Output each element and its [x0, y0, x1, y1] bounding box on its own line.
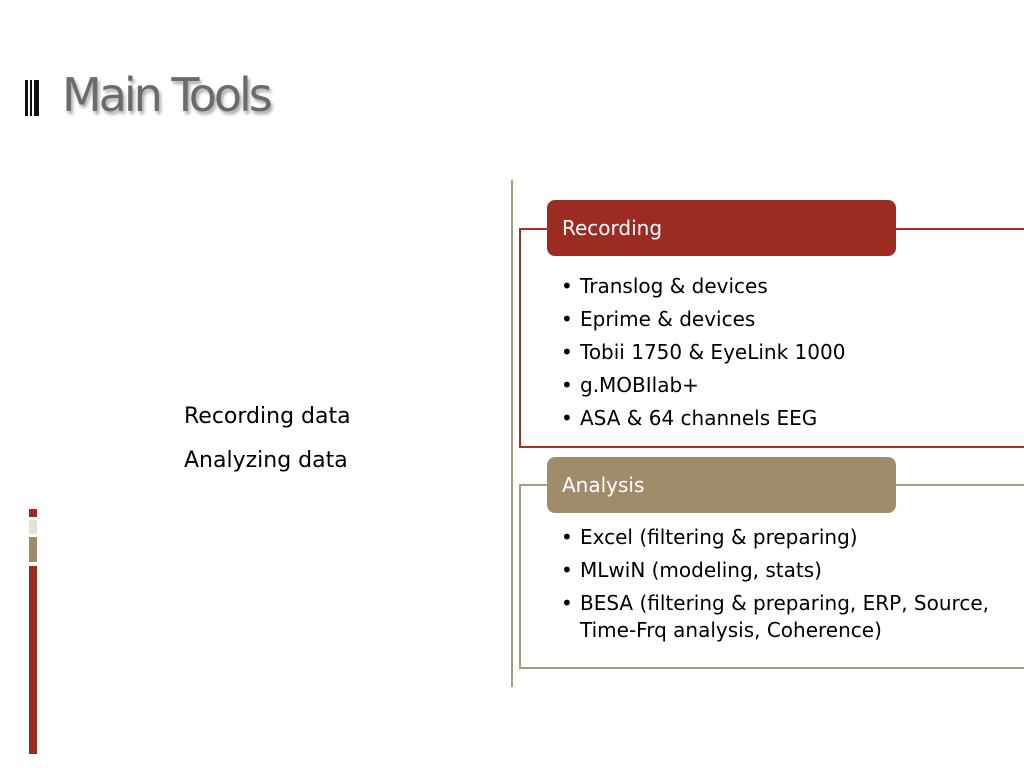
accent-bar-tan [29, 537, 37, 562]
list-item: •ASA & 64 channels EEG [561, 402, 845, 435]
left-item-analyzing: Analyzing data [184, 448, 348, 473]
list-item: •BESA (filtering & preparing, ERP, Sourc… [561, 591, 989, 642]
analysis-list: •Excel (filtering & preparing) •MLwiN (m… [561, 524, 1000, 650]
analysis-heading: Analysis [547, 457, 896, 513]
bullet-icon: • [561, 525, 573, 549]
list-item: •MLwiN (modeling, stats) [561, 558, 822, 582]
bullet-icon: • [561, 340, 573, 364]
recording-list: •Translog & devices •Eprime & devices •T… [561, 270, 845, 435]
bullet-icon: • [561, 406, 573, 430]
accent-bar-red-long [29, 566, 37, 754]
bullet-icon: • [561, 307, 573, 331]
recording-box: •Translog & devices •Eprime & devices •T… [519, 228, 1024, 448]
slide-title: Main Tools [62, 68, 273, 122]
list-item: •Translog & devices [561, 270, 845, 303]
accent-bar-red-top [29, 509, 37, 517]
accent-bar-light [29, 520, 37, 534]
recording-heading: Recording [547, 200, 896, 256]
title-bars-icon [25, 80, 41, 116]
bullet-icon: • [561, 274, 573, 298]
bullet-icon: • [561, 591, 573, 615]
bullet-icon: • [561, 558, 573, 582]
left-list: Recording data Analyzing data [184, 395, 351, 483]
list-item: •Eprime & devices [561, 303, 845, 336]
left-item-recording: Recording data [184, 404, 351, 429]
list-item: •Excel (filtering & preparing) [561, 525, 858, 549]
analysis-box: •Excel (filtering & preparing) •MLwiN (m… [519, 484, 1024, 669]
list-item: •Tobii 1750 & EyeLink 1000 [561, 336, 845, 369]
vertical-divider [511, 180, 513, 687]
bullet-icon: • [561, 373, 573, 397]
list-item: •g.MOBIlab+ [561, 369, 845, 402]
